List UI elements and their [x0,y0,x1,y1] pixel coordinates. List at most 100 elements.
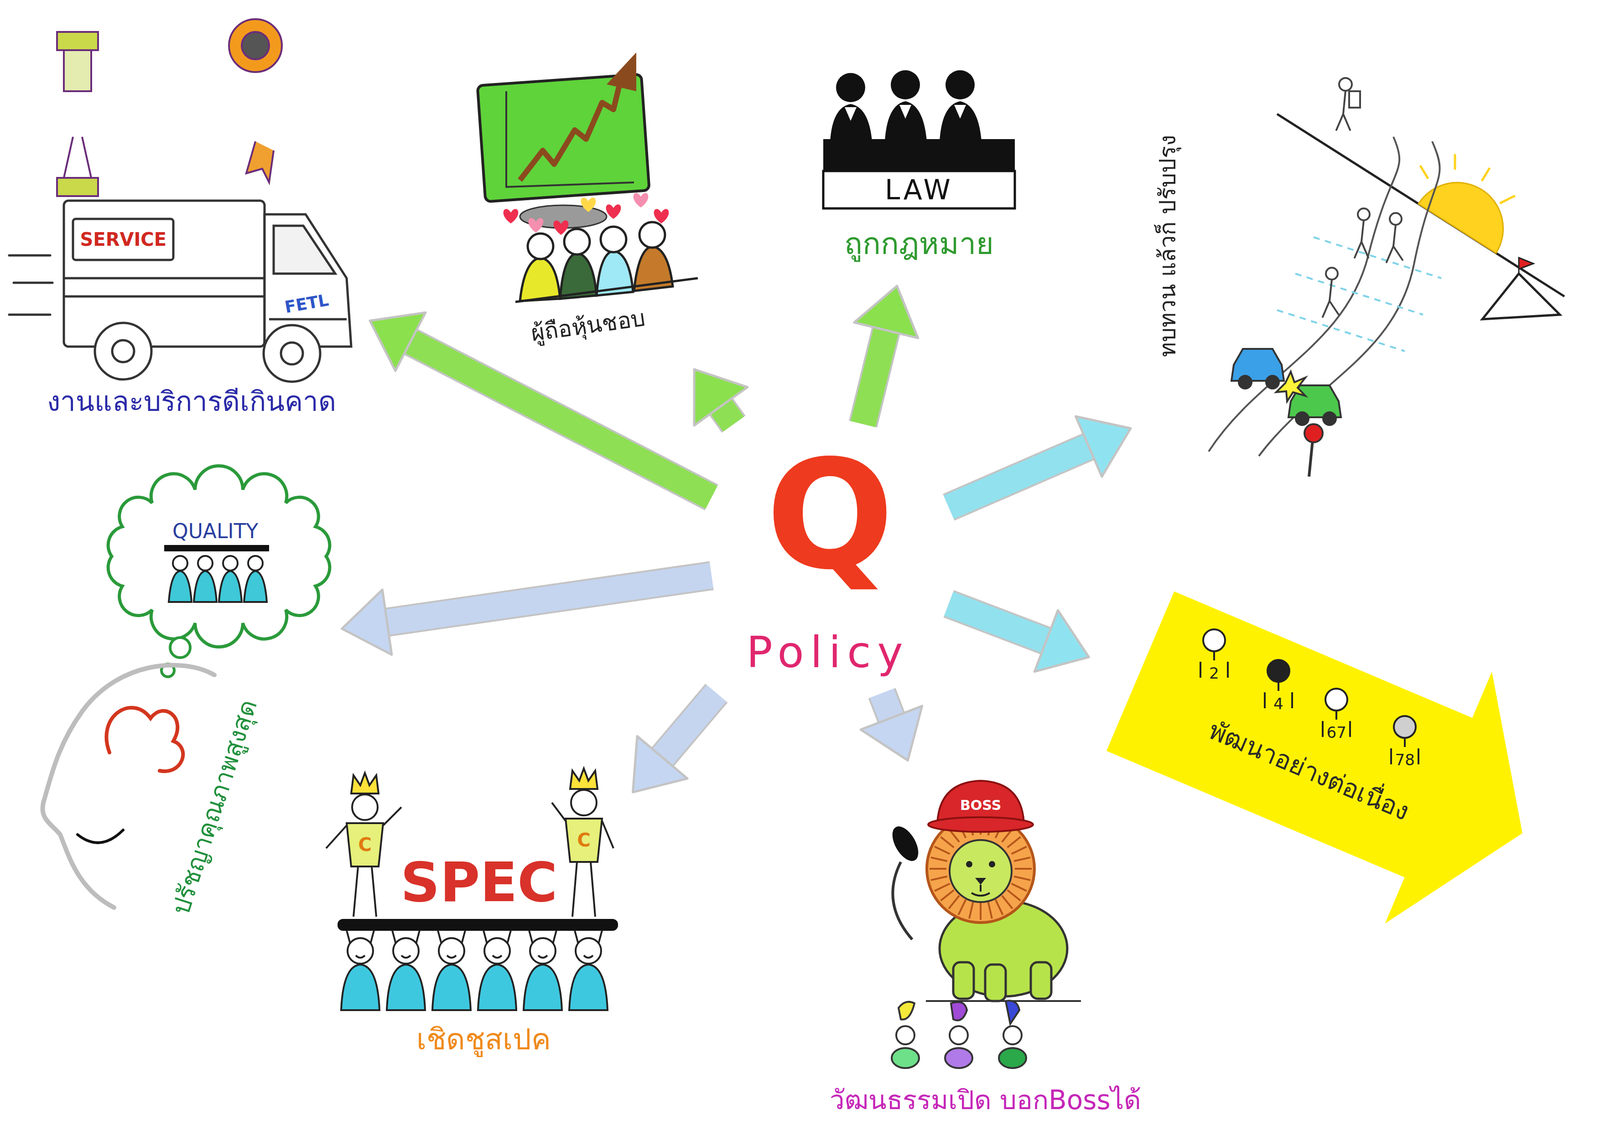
philosophy-head [193,571,217,603]
spec-team [446,955,457,958]
boss-lion [925,1000,1081,1003]
develop-arrow [1106,591,1523,924]
law-judges [884,101,927,142]
shareholder-chart [477,52,698,302]
review-road [1313,237,1442,279]
mane-stroke [969,902,973,919]
arrow-head [694,369,748,426]
heart-symbol [654,208,670,224]
spec-team [571,789,597,816]
service-van [57,31,99,51]
review-road [1336,114,1344,130]
connector-outline [948,446,1089,508]
shareholder-chart [519,257,561,302]
service-van [9,254,51,257]
law-judges [890,70,920,100]
develop-arrow [1393,716,1416,738]
illustration-label: QUALITY [172,519,259,544]
mane-stroke [940,836,954,848]
review-road [1329,279,1332,302]
boss-lion [887,822,924,866]
spec-team [484,938,510,964]
review-road [1454,155,1457,169]
law-judges [823,70,1015,209]
spec-team [351,773,379,794]
shareholder-chart [519,77,622,181]
service-van [57,177,99,197]
review-road [1482,273,1560,320]
philosophy-head [42,465,330,908]
law-judges [836,72,866,103]
illustration-label: SERVICE [80,228,167,250]
arrow-head [342,589,392,655]
spec-team [492,955,502,958]
connector-arrow [948,416,1131,508]
spec-team [477,964,517,1011]
spec-team [523,964,562,1011]
center-letter: Q [766,440,895,591]
shareholder-chart [515,278,698,302]
review-road [1266,375,1279,389]
service-van [228,19,282,73]
mane-stroke [958,899,966,915]
review-road [1208,136,1400,452]
review-road [1349,91,1361,108]
connector-outline [410,341,712,498]
service-van [264,214,352,347]
boss-lion [929,817,1032,920]
shareholder-chart [600,226,627,253]
boss-lion [887,780,1081,1069]
connector-arrow [633,693,717,793]
connector-outline [387,575,712,623]
spec-team [583,955,593,958]
service-van [9,255,53,315]
spec-team [337,919,619,931]
service-van [269,318,347,321]
service-van [63,200,265,347]
service-van [263,325,321,382]
philosophy-head [168,555,267,603]
illustration-label: C [577,829,591,851]
connector-arrow [694,369,748,426]
spec-team [352,794,378,821]
spec-team [326,768,619,1011]
spec-team [572,862,596,917]
arrow-head [369,312,426,371]
spec-team [432,964,471,1011]
connector-arrow [854,285,919,425]
develop-arrow [1203,629,1226,652]
topic-caption: ถูกกฎหมาย [844,226,994,262]
topic-caption: ผู้ถือหุ้นชอบ [529,305,648,348]
boss-lion [898,1002,915,1020]
philosophy-head [108,465,330,647]
service-van [9,19,352,382]
review-road [1208,77,1565,477]
shareholder-chart [639,222,665,248]
review-road [1361,220,1364,242]
connector-shaft [948,603,1047,641]
topic-caption: เชิดชูสเปค [416,1023,551,1057]
mane-stroke [934,883,950,892]
law-judges [945,70,975,100]
heart-symbol [553,220,569,235]
spec-team [575,938,602,964]
law-judges [823,171,1015,209]
topic-caption: ปรัชญาคุณภาพสูงสุด [166,696,263,919]
develop-arrow [1325,688,1348,711]
mane-stroke [1013,876,1031,881]
service-van [57,19,282,197]
service-van [280,342,303,365]
service-van [13,281,53,285]
spec-team [326,768,614,917]
connector-shaft [948,446,1089,508]
service-van [63,200,352,382]
boss-lion [896,1026,915,1045]
illustration-label: 78 [1395,751,1415,769]
review-road [1322,301,1330,317]
arrow-head [1034,610,1089,672]
review-road [1304,424,1323,443]
law-judges [939,101,982,142]
connector-outline [720,406,734,425]
boss-lion [928,817,1034,832]
mane-stroke [1014,867,1032,870]
